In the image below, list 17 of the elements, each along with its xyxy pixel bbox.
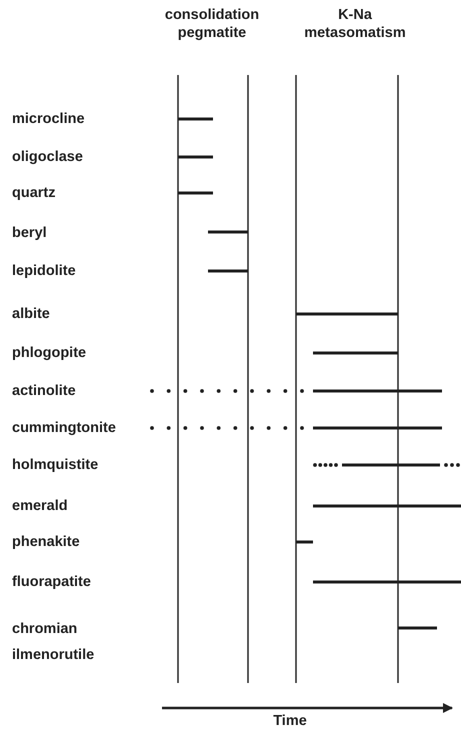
mineral-name: holmquistite (12, 456, 98, 474)
mineral-name: phlogopite (12, 344, 86, 362)
time-label: Time (272, 712, 308, 730)
mineral-name: quartz (12, 184, 56, 202)
mineral-name: albite (12, 305, 50, 323)
phase-heading: consolidation pegmatite (164, 6, 260, 42)
mineral-name: microcline (12, 110, 85, 128)
mineral-name: actinolite (12, 382, 76, 400)
mineral-name: chromian ilmenorutile (12, 620, 96, 665)
mineral-name: emerald (12, 497, 68, 515)
phase-heading: K-Na metasomatism (303, 6, 407, 42)
mineral-name: phenakite (12, 533, 80, 551)
mineral-name: lepidolite (12, 262, 76, 280)
mineral-name: beryl (12, 224, 47, 242)
mineral-name: fluorapatite (12, 573, 91, 591)
mineral-name: oligoclase (12, 148, 83, 166)
mineral-name: cummingtonite (12, 419, 116, 437)
